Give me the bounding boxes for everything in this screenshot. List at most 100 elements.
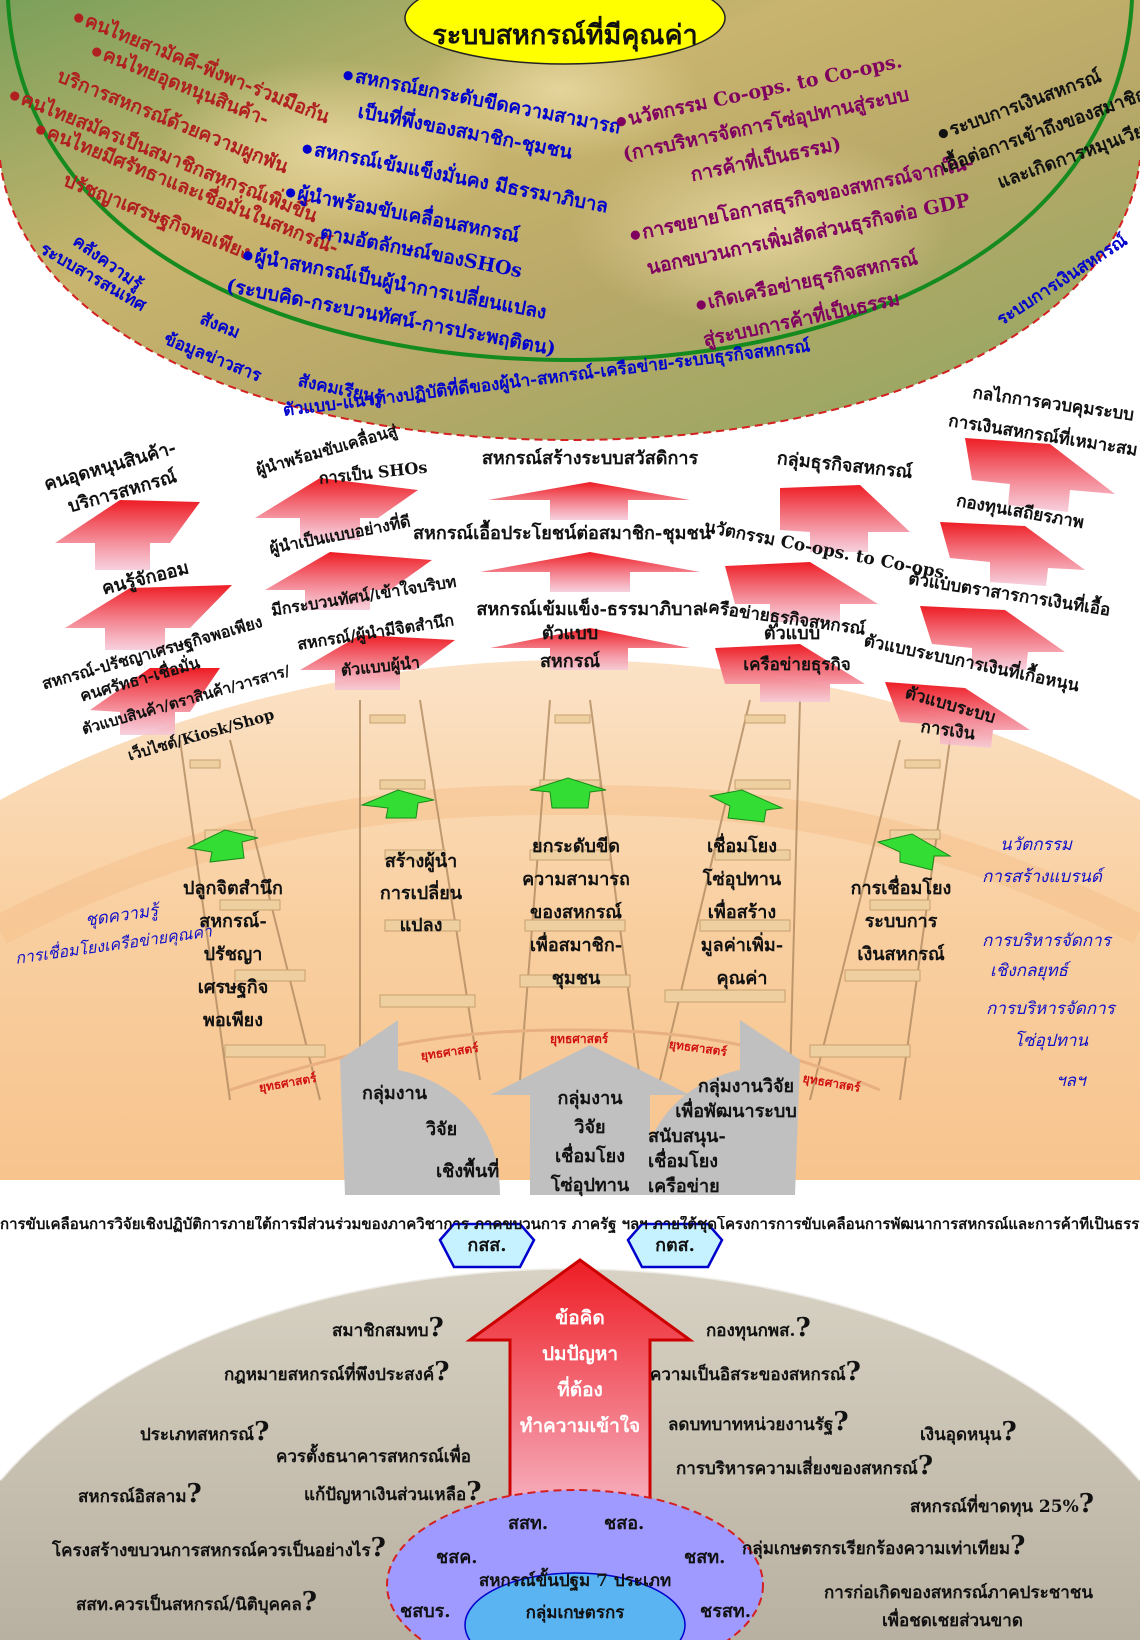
ladders — [179, 699, 951, 1101]
question-left-5: แก้ปัญหาเงินส่วนเหลือ? — [304, 1477, 482, 1507]
col3-ladder-3: ของสหกรณ์ — [529, 902, 623, 923]
gray-arrows — [340, 1020, 800, 1195]
question-left-2: กฎหมายสหกรณ์ที่พึงประสงค์? — [224, 1357, 450, 1387]
col3-ladder-4: เพื่อสมาชิก- — [529, 935, 623, 956]
strategy-label-3: ยุทธศาสตร์ — [550, 1032, 609, 1046]
question-left-7: โครงสร้างขบวนการสหกรณ์ควรเป็นอย่างไร? — [52, 1533, 386, 1563]
green-arrows — [186, 777, 952, 871]
hex-right — [626, 1222, 724, 1269]
gray-arrow-1-line3: เชิงพื้นที่ — [436, 1161, 500, 1182]
big-red-arrow — [465, 1258, 695, 1522]
col4-ladder-1: เชื่อมโยง — [706, 836, 778, 857]
question-left-6: สหกรณ์อิสลาม? — [78, 1479, 202, 1509]
col3-ladder-text: ยกระดับขีด ความสามารถ ของสหกรณ์ เพื่อสมา… — [516, 830, 636, 995]
org-chsbr: ชสบร. — [400, 1601, 451, 1622]
col3-ladder-2: ความสามารถ — [522, 869, 630, 890]
agency-right: กตส. — [655, 1235, 695, 1256]
col1-ladder-5: พอเพียง — [202, 1010, 264, 1031]
question-right-5: การบริหารความเสี่ยงของสหกรณ์? — [676, 1451, 934, 1481]
question-right-6: สหกรณ์ที่ขาดทุน 25%? — [910, 1489, 1094, 1519]
org-sst: สสท. — [508, 1513, 549, 1534]
right-script-3: การบริหารจัดการ — [982, 931, 1111, 951]
gray-arrow-2-line1: กลุ่มงาน — [557, 1088, 623, 1109]
gray-arrow-1-line1: กลุ่มงาน — [362, 1083, 427, 1104]
col2-ladder-text: สร้างผู้นำ การเปลี่ยน แปลง — [366, 846, 476, 942]
org-chst: ชสท. — [684, 1547, 726, 1568]
question-right-8: การก่อเกิดของสหกรณ์ภาคประชาชน — [824, 1583, 1093, 1603]
col2-ladder-1: สร้างผู้นำ — [384, 851, 458, 872]
question-left-4: ควรตั้งธนาคารสหกรณ์เพื่อ — [276, 1447, 471, 1467]
col4-base-1: ตัวแบบ — [763, 623, 821, 644]
title-ellipse — [404, 0, 726, 65]
col2-ladder-2: การเปลี่ยน — [379, 883, 463, 904]
gray-arrow-2-line3: เชื่อมโยง — [554, 1146, 626, 1167]
right-script-4: เชิงกลยุทธ์ — [990, 961, 1068, 981]
col4-ladder-3: เพื่อสร้าง — [707, 902, 777, 923]
question-right-1: กองทุนกพส.? — [706, 1313, 811, 1343]
col4-ladder-4: มูลค่าเพิ่ม- — [700, 935, 784, 956]
question-right-2: ความเป็นอิสระของสหกรณ์? — [650, 1357, 861, 1387]
col3-low: สหกรณ์เข้มแข็ง-ธรรมาภิบาล — [476, 599, 704, 620]
agency-left: กสส. — [467, 1235, 507, 1256]
question-right-9: เพื่อชดเชยส่วนขาด — [882, 1611, 1023, 1631]
red-arrow-line2: ปมปัญหา — [541, 1343, 619, 1365]
col1-ladder-2: สหกรณ์- — [199, 911, 267, 932]
question-left-1: สมาชิกสมทบ? — [332, 1313, 444, 1343]
col3-base-2: สหกรณ์ — [539, 651, 601, 672]
base-inner-ellipse — [464, 1572, 686, 1640]
question-right-4: เงินอุดหนุน? — [920, 1417, 1017, 1447]
col5-ladder-3: เงินสหกรณ์ — [857, 944, 945, 965]
col1-ladder-text: ปลูกจิตสำนึก สหกรณ์- ปรัชญา เศรษฐกิจ พอเ… — [178, 872, 288, 1037]
col4-ladder-5: คุณค่า — [716, 968, 768, 989]
gray-arrow-2-line2: วิจัย — [574, 1117, 606, 1138]
gray-arrow-3-line5: เครือข่าย — [648, 1176, 720, 1197]
red-arrow-text: ข้อคิด ปมปัญหา ที่ต้อง ทำความเข้าใจ — [510, 1300, 650, 1444]
right-script-2: การสร้างแบรนด์ — [982, 867, 1102, 887]
question-left-8: สสท.ควรเป็นสหกรณ์/นิติบุคคล? — [76, 1587, 317, 1617]
hex-left — [438, 1222, 536, 1269]
gray-arrow-2-line4: โซ่อุปทาน — [550, 1175, 630, 1196]
red-arrow-line3: ที่ต้อง — [557, 1379, 603, 1401]
diagram-title: ระบบสหกรณ์ที่มีคุณค่า — [432, 20, 698, 51]
org-chrst: ชรสท. — [700, 1601, 752, 1622]
gray-arrow-3-line4: เชื่อมโยง — [648, 1151, 719, 1172]
right-script-5: การบริหารจัดการ — [986, 999, 1115, 1019]
red-arrow-line4: ทำความเข้าใจ — [519, 1415, 641, 1437]
org-chsk: ชสค. — [436, 1547, 478, 1568]
col3-mid: สหกรณ์เอื้อประโยชน์ต่อสมาชิก-ชุมชน — [412, 523, 712, 544]
col4-base-2: เครือข่ายธุรกิจ — [743, 655, 851, 675]
question-left-3: ประเภทสหกรณ์? — [140, 1417, 270, 1447]
col5-ladder-text: การเชื่อมโยง ระบบการ เงินสหกรณ์ — [846, 872, 956, 971]
col3-top: สหกรณ์สร้างระบบสวัสดิการ — [481, 448, 699, 469]
col3-base-1: ตัวแบบ — [541, 623, 599, 644]
red-up-arrows — [55, 438, 1115, 748]
gray-arrow-2-text: กลุ่มงาน วิจัย เชื่อมโยง โซ่อุปทาน — [530, 1084, 650, 1200]
gray-arrow-3-line2: เพื่อพัฒนาระบบ — [675, 1101, 797, 1122]
col3-ladder-1: ยกระดับขีด — [532, 836, 620, 857]
base-core-1: สหกรณ์ขั้นปฐม 7 ประเภท — [478, 1571, 672, 1591]
gray-arrow-3-text: กลุ่มงานวิจัย เพื่อพัฒนาระบบ สนับสนุน- เ… — [636, 1074, 806, 1199]
org-chso: ชสอ. — [604, 1513, 645, 1534]
right-script-6: โซ่อุปทาน — [1014, 1031, 1089, 1051]
col1-ladder-3: ปรัชญา — [203, 944, 263, 965]
col4-ladder-text: เชื่อมโยง โซ่อุปทาน เพื่อสร้าง มูลค่าเพิ… — [682, 830, 802, 995]
gray-arrow-3-line3: สนับสนุน- — [648, 1126, 726, 1147]
question-right-7: กลุ่มเกษตรกรเรียกร้องความเท่าเทียม? — [742, 1531, 1026, 1561]
question-right-3: ลดบทบาทหน่วยงานรัฐ? — [668, 1407, 849, 1437]
gray-arrow-3-line1: กลุ่มงานวิจัย — [697, 1076, 795, 1097]
gray-arrow-1-line2: วิจัย — [426, 1119, 458, 1140]
bottom-banner: การขับเคลื่อนการวิจัยเชิงปฏิบัติการภายใต… — [0, 1216, 1140, 1233]
col1-ladder-4: เศรษฐกิจ — [197, 977, 269, 998]
right-script-1: นวัตกรรม — [1000, 835, 1072, 855]
col2-ladder-3: แปลง — [399, 915, 443, 936]
col1-ladder-1: ปลูกจิตสำนึก — [183, 878, 283, 899]
col4-ladder-2: โซ่อุปทาน — [702, 869, 782, 890]
red-arrow-line1: ข้อคิด — [555, 1307, 605, 1329]
col5-ladder-2: ระบบการ — [864, 911, 938, 932]
col3-ladder-5: ชุมชน — [551, 968, 601, 989]
base-core-2: กลุ่มเกษตรกร — [525, 1603, 625, 1623]
col5-ladder-1: การเชื่อมโยง — [850, 878, 952, 899]
right-script-7: ฯลฯ — [1056, 1071, 1086, 1091]
